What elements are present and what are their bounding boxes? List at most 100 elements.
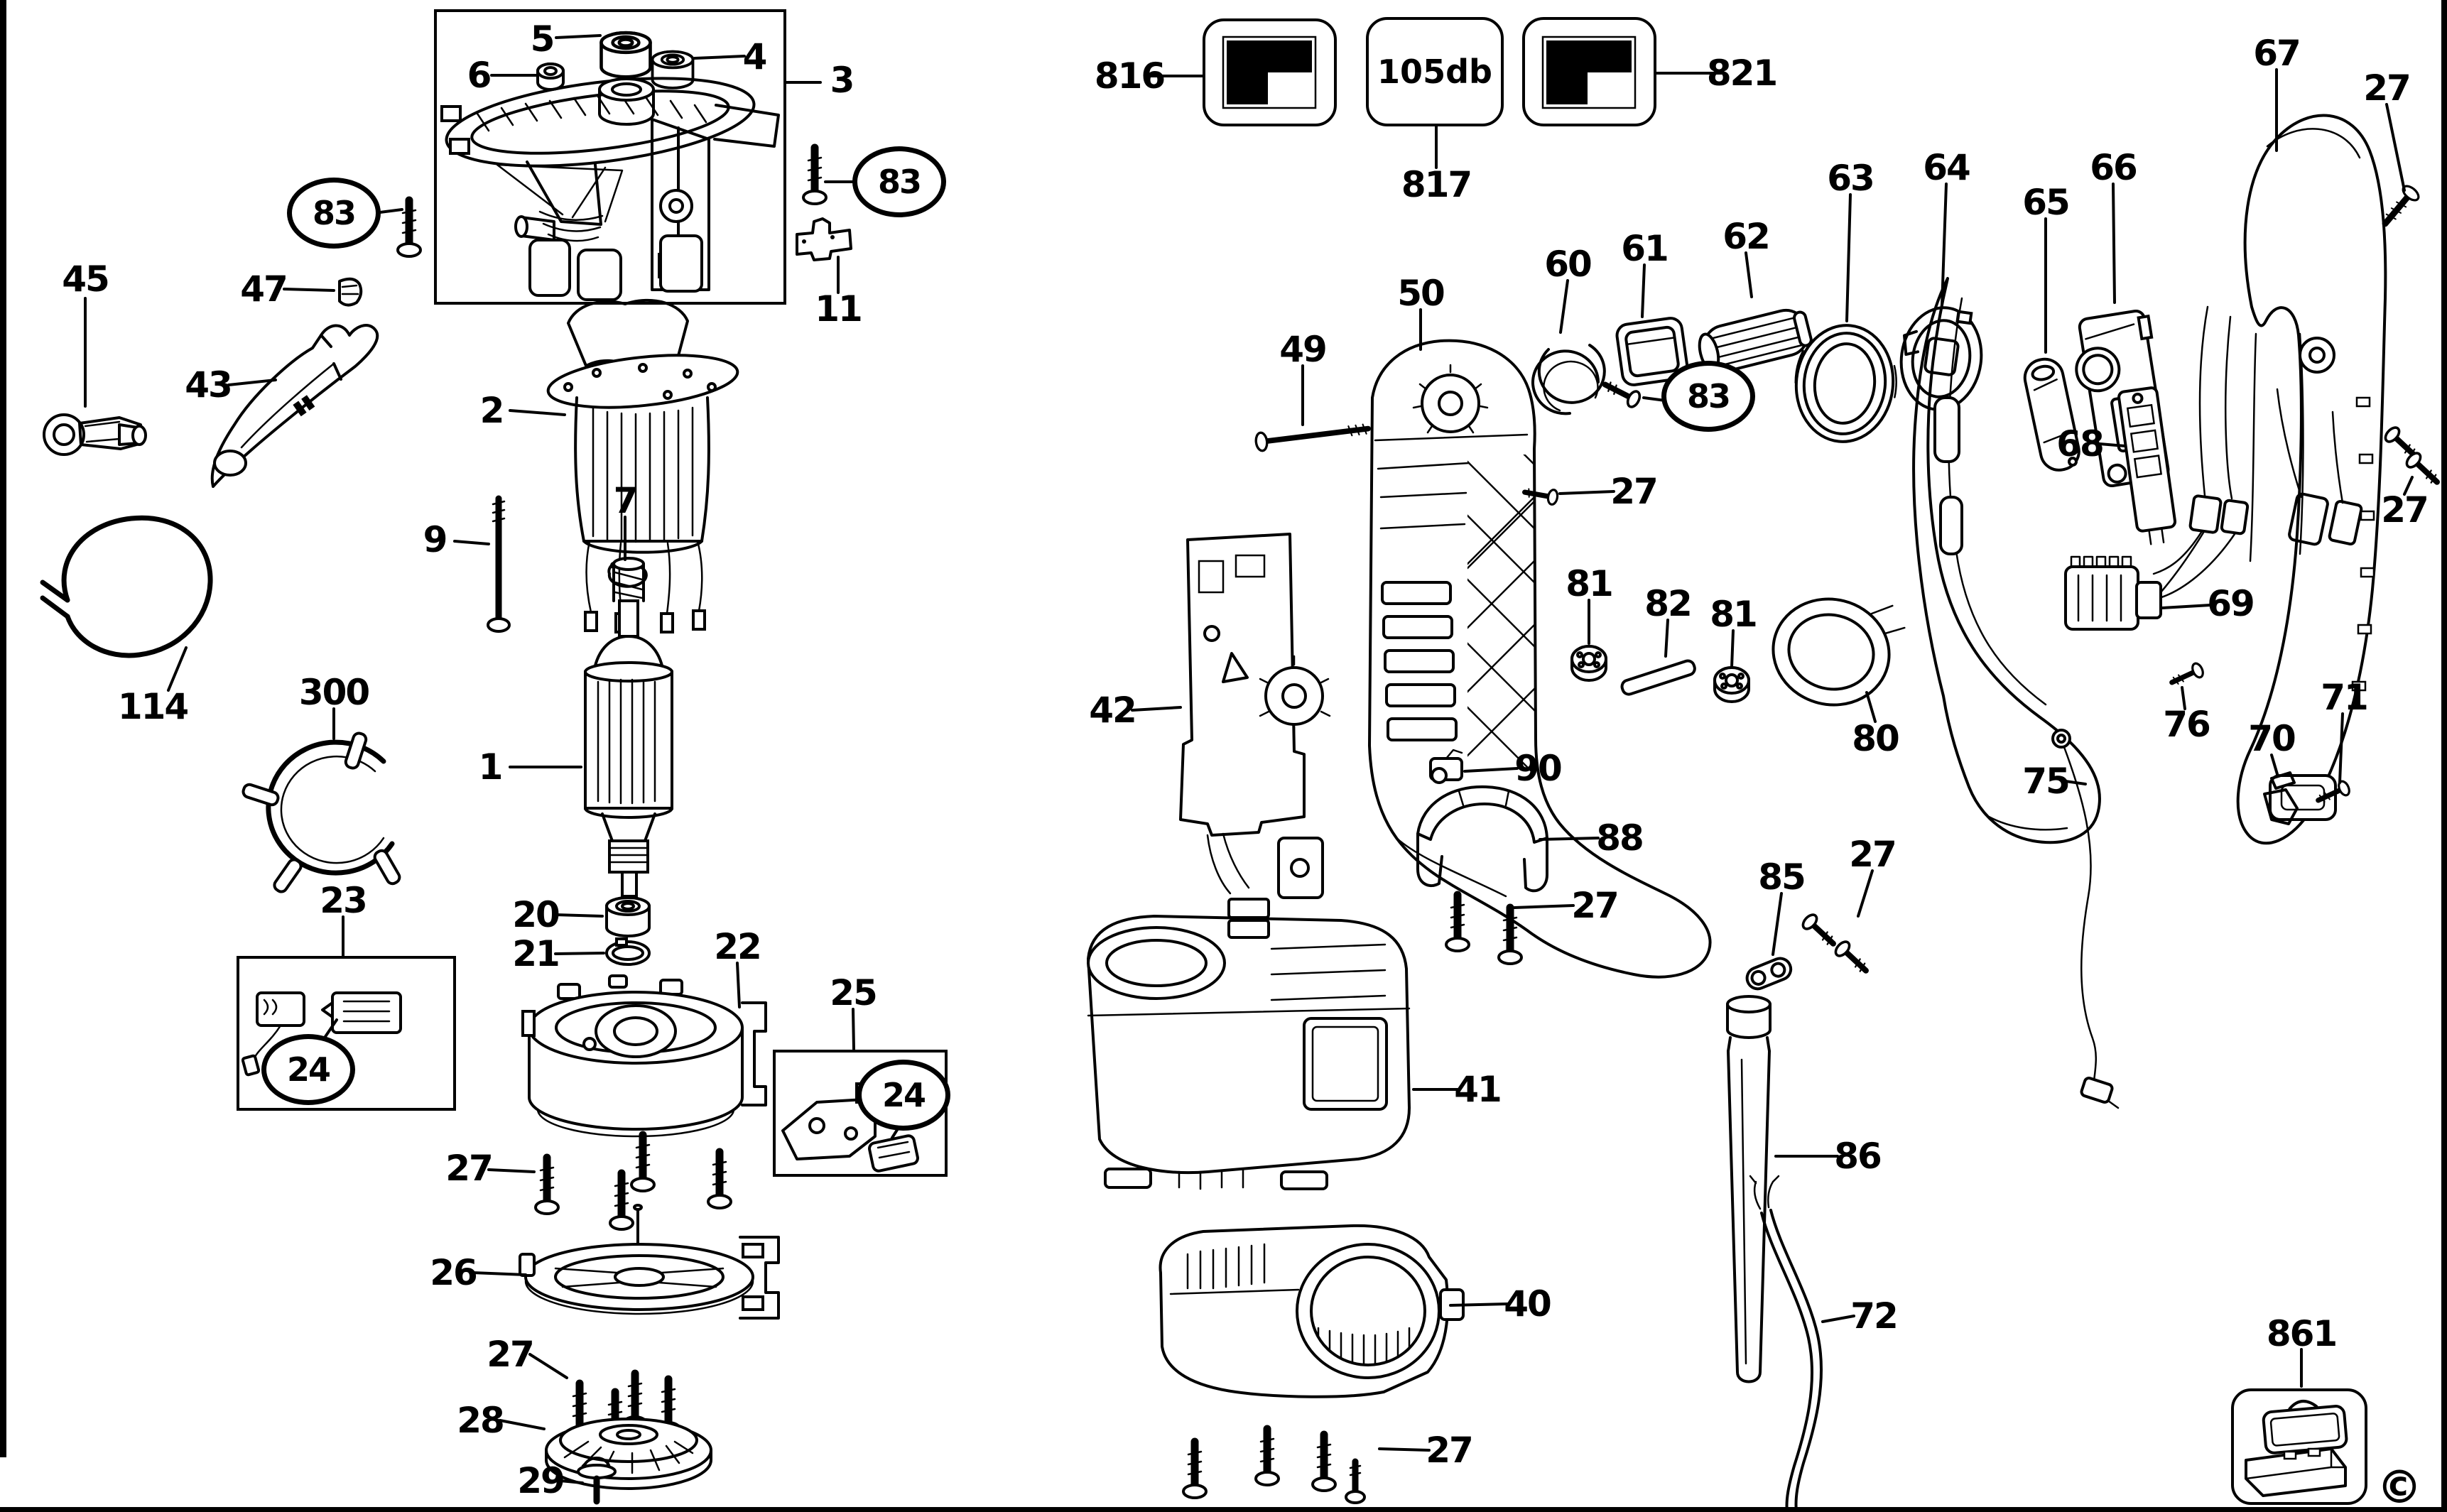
callout-80: 80 xyxy=(1852,718,1900,759)
part-2-stator-drawing xyxy=(546,298,739,633)
leader-line xyxy=(559,1479,584,1484)
part-82-pin-drawing xyxy=(1620,659,1696,696)
part-47-pawl-drawing xyxy=(338,277,363,307)
callout-9: 9 xyxy=(423,519,448,560)
callout-42: 42 xyxy=(1089,690,1137,731)
leader-lines xyxy=(84,34,2414,1484)
leader-line xyxy=(1845,193,1852,322)
noise-label-text: 105db xyxy=(1377,53,1492,91)
callout-27: 27 xyxy=(2381,489,2429,531)
callout-300: 300 xyxy=(298,672,370,713)
handle-front-column-drawing xyxy=(1912,277,2101,844)
part-22-end-housing-drawing xyxy=(521,974,767,1138)
callout-62: 62 xyxy=(1722,216,1771,257)
leader-line xyxy=(736,962,741,1008)
part-40-cover-drawing xyxy=(1159,1224,1465,1398)
leader-line xyxy=(2270,754,2279,776)
callout-25: 25 xyxy=(830,972,878,1013)
callout-71: 71 xyxy=(2321,677,2369,718)
callout-861: 861 xyxy=(2266,1313,2338,1354)
callout-43: 43 xyxy=(185,364,233,406)
part-63-boot-drawing xyxy=(1794,324,1897,443)
callout-76: 76 xyxy=(2163,704,2211,745)
part-6-nut-drawing xyxy=(536,62,565,91)
part-50-motor-housing-drawing xyxy=(1368,339,1712,979)
leader-line xyxy=(2098,442,2127,447)
part-72-cord-drawing xyxy=(1749,1175,1823,1512)
callout-72: 72 xyxy=(1850,1295,1899,1337)
callout-816: 816 xyxy=(1094,55,1166,97)
leader-line xyxy=(499,1419,546,1430)
leader-line xyxy=(1449,1302,1509,1307)
leader-line xyxy=(1821,1315,1855,1323)
callout-66: 66 xyxy=(2090,147,2138,188)
leader-line xyxy=(1463,767,1519,773)
leader-line xyxy=(554,913,604,918)
callout-114: 114 xyxy=(117,686,189,727)
leader-line xyxy=(1641,263,1646,318)
part-28-fan-drawing xyxy=(545,1418,712,1490)
noise-label-817 xyxy=(1366,17,1504,126)
part-42-module-drawing xyxy=(1179,533,1331,939)
page-border-bottom xyxy=(0,1507,2447,1512)
callout-27: 27 xyxy=(2363,67,2411,109)
callout-81: 81 xyxy=(1710,594,1758,635)
callout-6: 6 xyxy=(467,55,492,96)
callout-83: 83 xyxy=(852,146,946,217)
callout-27: 27 xyxy=(445,1148,494,1189)
callout-85: 85 xyxy=(1758,856,1806,898)
leader-line xyxy=(1559,279,1569,334)
callout-3: 3 xyxy=(830,60,855,101)
callout-90: 90 xyxy=(1514,748,1563,789)
callout-86: 86 xyxy=(1834,1136,1882,1177)
leader-line xyxy=(227,379,277,386)
part-85-clamp-drawing xyxy=(1745,957,1793,991)
leader-line xyxy=(555,34,602,39)
callout-69: 69 xyxy=(2207,583,2255,624)
callout-29: 29 xyxy=(517,1460,565,1501)
callout-82: 82 xyxy=(1644,583,1693,624)
leader-line xyxy=(1539,837,1600,841)
part-62-grip-drawing xyxy=(1698,308,1813,373)
callout-2: 2 xyxy=(479,390,505,431)
leader-line xyxy=(1664,619,1669,658)
part-68-module-drawing xyxy=(2117,386,2177,545)
leader-line xyxy=(2403,476,2414,496)
part-67-handle-drawing xyxy=(2236,114,2387,845)
leader-line xyxy=(1745,251,1753,298)
callout-60: 60 xyxy=(1544,244,1593,285)
callout-83: 83 xyxy=(1661,361,1755,432)
callout-88: 88 xyxy=(1596,817,1644,859)
callout-20: 20 xyxy=(512,894,560,935)
part-70-bracket-drawing xyxy=(2263,771,2299,825)
part-60-spring-ring-drawing xyxy=(1531,344,1606,415)
page-border-right xyxy=(2441,0,2447,1512)
callout-27: 27 xyxy=(1571,885,1619,926)
leader-line xyxy=(2161,604,2212,609)
leader-line xyxy=(2181,686,2186,710)
leader-line xyxy=(1865,691,1877,723)
leader-line xyxy=(1513,904,1575,909)
leader-line xyxy=(509,409,566,416)
callout-65: 65 xyxy=(2022,182,2071,223)
callout-1: 1 xyxy=(478,746,504,788)
part-1-armature-drawing xyxy=(584,557,673,906)
leader-line xyxy=(1558,490,1615,495)
leader-line xyxy=(2112,183,2116,304)
callout-7: 7 xyxy=(613,480,639,521)
callout-61: 61 xyxy=(1621,228,1669,269)
callout-23: 23 xyxy=(320,880,368,921)
leader-line xyxy=(283,288,335,292)
warning-label-816-icon xyxy=(1222,36,1317,109)
kit-box-861-icon xyxy=(2245,1400,2348,1497)
callout-49: 49 xyxy=(1279,329,1328,370)
part-69-connector-drawing xyxy=(2064,531,2205,631)
callout-83: 83 xyxy=(287,178,381,249)
leader-line xyxy=(1857,869,1874,918)
part-43-lever-drawing: ▮▮ xyxy=(210,324,379,488)
leader-line xyxy=(1378,1447,1431,1452)
part-86-cord-protector-drawing xyxy=(1726,995,1772,1383)
leader-line xyxy=(528,1353,568,1379)
